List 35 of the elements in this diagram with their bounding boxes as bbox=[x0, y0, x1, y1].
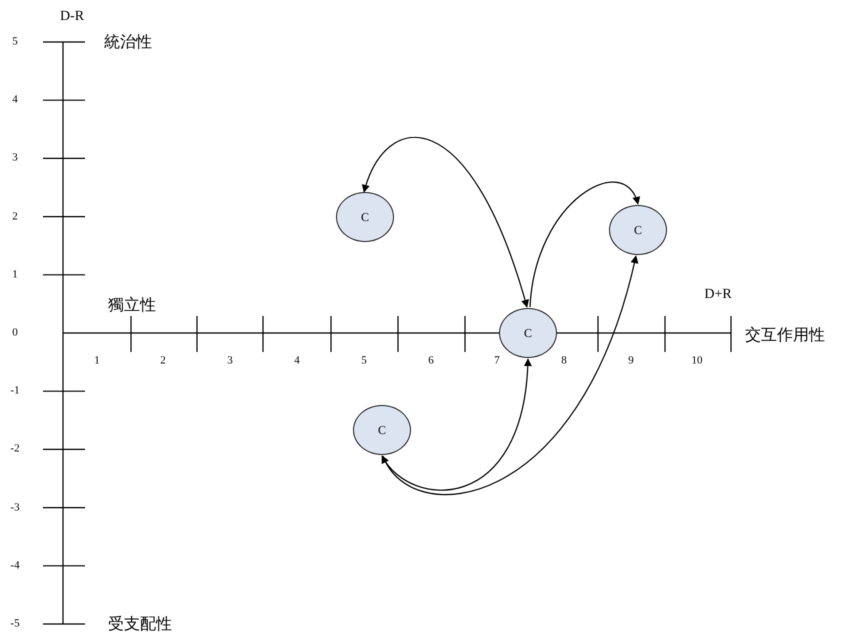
axis-label: 獨立性 bbox=[108, 297, 156, 313]
tick-label: 7 bbox=[494, 356, 500, 366]
axis-label: 統治性 bbox=[104, 34, 152, 50]
curved-arrow bbox=[529, 182, 639, 308]
ellipse-node: C bbox=[353, 405, 411, 455]
ellipse-node: C bbox=[499, 308, 557, 358]
tick-label: -4 bbox=[10, 560, 20, 572]
tick-label: 1 bbox=[12, 269, 18, 280]
tick-label: 6 bbox=[428, 356, 434, 366]
tick-label: 8 bbox=[561, 356, 567, 366]
tick-label: -1 bbox=[10, 386, 20, 397]
curved-arrow bbox=[382, 358, 532, 490]
tick-label: -3 bbox=[10, 502, 20, 514]
curved-arrow bbox=[382, 255, 638, 496]
axis-label: 受支配性 bbox=[108, 616, 172, 632]
tick-label: 4 bbox=[12, 94, 18, 106]
tick-label: 2 bbox=[12, 211, 18, 222]
tick-label: 4 bbox=[294, 356, 300, 366]
tick-label: 5 bbox=[361, 356, 367, 366]
ellipse-node: C bbox=[609, 205, 667, 255]
axis-label: D-R bbox=[60, 10, 84, 24]
axis-label: D+R bbox=[704, 288, 732, 302]
curved-arrow bbox=[362, 137, 529, 308]
tick-label: -5 bbox=[10, 618, 20, 630]
tick-label: 1 bbox=[94, 356, 100, 366]
axis-label: 交互作用性 bbox=[745, 327, 825, 343]
tick-label: 0 bbox=[12, 328, 18, 338]
tick-label: 10 bbox=[692, 356, 702, 366]
tick-label: 2 bbox=[160, 356, 166, 366]
tick-label: 9 bbox=[628, 356, 634, 366]
tick-label: 3 bbox=[227, 356, 233, 366]
ellipse-node: C bbox=[336, 192, 394, 242]
tick-label: 5 bbox=[12, 36, 18, 48]
tick-label: -2 bbox=[10, 444, 20, 455]
tick-label: 3 bbox=[12, 152, 18, 164]
